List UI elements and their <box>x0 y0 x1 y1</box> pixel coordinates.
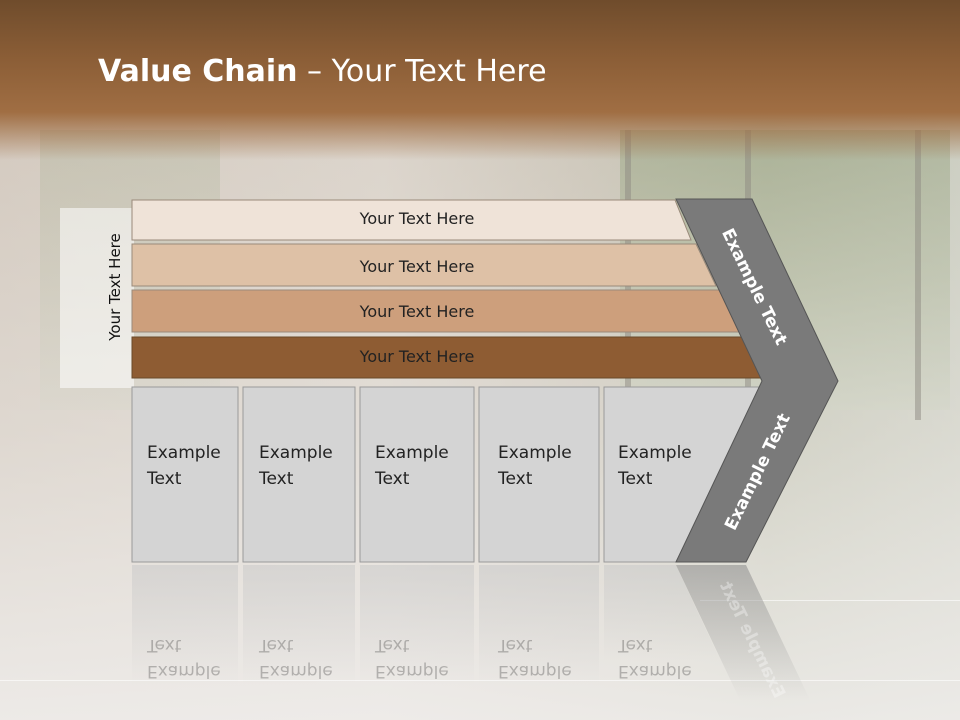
bar-1-label: Your Text Here <box>359 209 475 228</box>
chevron-arrow <box>675 198 839 563</box>
window-frame <box>915 130 921 420</box>
chevron-reflection <box>676 565 810 700</box>
bar-4-label: Your Text Here <box>359 347 475 366</box>
title-bold: Value Chain <box>98 54 298 89</box>
floor-tile-line <box>700 600 960 601</box>
bar-1 <box>131 199 692 241</box>
bar-2-label: Your Text Here <box>359 257 475 276</box>
bar-2 <box>131 243 717 287</box>
box-reflection <box>604 565 720 660</box>
box-reflection <box>360 565 474 685</box>
box-reflection <box>132 565 238 685</box>
box-reflection <box>243 565 355 685</box>
example-box-2 <box>242 386 356 563</box>
example-box-1 <box>131 386 239 563</box>
example-box-3 <box>359 386 475 563</box>
title-rest: – Your Text Here <box>297 54 547 89</box>
white-panel <box>60 208 134 388</box>
box-reflection <box>479 565 599 685</box>
slide-title: Value Chain – Your Text Here <box>98 54 547 89</box>
example-box-4 <box>478 386 600 563</box>
header-band <box>0 0 960 160</box>
bar-3-label: Your Text Here <box>359 302 475 321</box>
